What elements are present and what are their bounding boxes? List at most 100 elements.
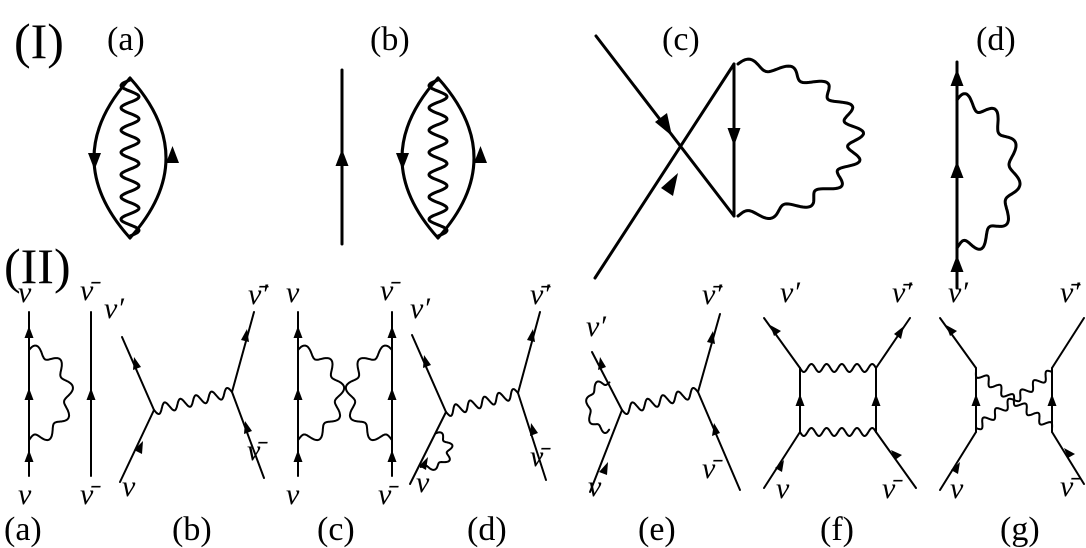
fermion-out-line bbox=[939, 317, 977, 369]
antifermion-in-line bbox=[231, 391, 265, 479]
arrow-icon bbox=[244, 421, 252, 434]
arrow-down-icon bbox=[396, 153, 409, 170]
photon-loop bbox=[297, 344, 346, 442]
fermion-in-line bbox=[409, 411, 447, 485]
fermion-in-line bbox=[939, 431, 977, 491]
nu-prime-label: ν′ bbox=[586, 310, 606, 343]
diagram-row2-c: ν ν ν̄ ν̄ bbox=[286, 274, 401, 511]
photon-small-loop bbox=[585, 380, 611, 434]
nu-label-bottom: ν bbox=[286, 478, 300, 511]
row2-label-d: (d) bbox=[467, 511, 507, 548]
arrow-icon bbox=[423, 355, 431, 368]
nubar-prime-label: ν̄′ bbox=[892, 276, 913, 309]
arrow-icon bbox=[133, 357, 141, 370]
diagram-row2-a: ν ν ν̄ ν̄ bbox=[18, 274, 101, 511]
antifermion-out-line bbox=[517, 311, 541, 394]
nubar-label-top: ν̄ bbox=[80, 274, 101, 307]
row2-label-b: (b) bbox=[172, 511, 212, 548]
arrow-icon bbox=[1064, 448, 1075, 458]
arrow-icon bbox=[770, 325, 781, 336]
arrow-up-icon bbox=[971, 394, 981, 406]
photon-line bbox=[153, 387, 233, 415]
arrow-up-icon bbox=[24, 450, 34, 462]
arrow-up-icon bbox=[950, 69, 964, 86]
arrow-icon bbox=[946, 325, 957, 336]
nu-label-bottom: ν bbox=[18, 478, 32, 511]
nubar-label-bottom: ν̄ bbox=[378, 478, 399, 511]
nu-prime-label: ν′ bbox=[410, 292, 430, 325]
arrow-icon bbox=[894, 326, 904, 339]
section-label-II: (II) bbox=[4, 238, 71, 294]
arrow-up-icon bbox=[293, 450, 303, 462]
antifermion-out-line bbox=[1051, 317, 1085, 369]
arrow-up-icon bbox=[24, 388, 34, 400]
nu-label-top: ν bbox=[286, 276, 300, 309]
photon-line bbox=[119, 78, 141, 238]
arrow-up-icon bbox=[387, 326, 397, 338]
photon-loop bbox=[736, 57, 865, 220]
row1-label-a: (a) bbox=[107, 21, 145, 58]
nubar-prime-label: ν̄′ bbox=[530, 278, 551, 311]
fermion-in-line bbox=[589, 409, 623, 493]
nubar-label-top: ν̄ bbox=[380, 274, 401, 307]
photon-small-loop bbox=[419, 431, 454, 471]
fermion-out-line bbox=[121, 336, 155, 411]
fermion-out-line bbox=[591, 351, 623, 411]
arrow-up-icon bbox=[871, 394, 881, 406]
arrow-icon bbox=[241, 329, 249, 342]
nu-label-top: ν bbox=[18, 276, 32, 309]
diagram-row1-c-exchange bbox=[593, 34, 865, 280]
row2-label-e: (e) bbox=[638, 511, 676, 548]
arrow-up-icon bbox=[166, 146, 179, 163]
arrow-up-left-icon bbox=[655, 113, 672, 136]
nu-prime-label: ν′ bbox=[104, 292, 124, 325]
photon-line bbox=[445, 388, 519, 417]
photon-loop bbox=[28, 344, 74, 442]
nu-label: ν bbox=[950, 472, 964, 505]
photon-line bbox=[427, 78, 449, 238]
arrow-up-icon bbox=[795, 394, 805, 406]
fermion-out-line bbox=[411, 334, 447, 413]
diagram-row2-e: ν′ ν ν̄′ ν̄ bbox=[585, 278, 741, 503]
arrow-icon bbox=[707, 331, 715, 344]
row2-label-c: (c) bbox=[317, 511, 355, 548]
diagram-row1-d-self-energy bbox=[950, 60, 1022, 290]
nu-prime-label: ν′ bbox=[948, 276, 968, 309]
arrow-icon bbox=[527, 329, 535, 342]
nubar-prime-label: ν̄′ bbox=[1060, 276, 1081, 309]
antifermion-in-line bbox=[875, 431, 917, 489]
fermion-arc-right bbox=[128, 76, 168, 240]
diagram-row2-g: ν′ ν ν̄′ ν̄ bbox=[939, 276, 1085, 505]
row1-label-d: (d) bbox=[976, 21, 1016, 58]
arrow-icon bbox=[891, 450, 902, 460]
arrow-down-icon bbox=[88, 153, 101, 170]
antifermion-out-line bbox=[697, 313, 721, 393]
row1-label-b: (b) bbox=[370, 21, 410, 58]
arrow-up-icon bbox=[474, 146, 487, 163]
arrow-icon bbox=[530, 423, 538, 436]
arrow-up-icon bbox=[950, 255, 964, 272]
arrow-up-icon bbox=[950, 161, 964, 178]
photon-line-bottom bbox=[799, 427, 877, 437]
photon-loop bbox=[344, 344, 393, 442]
arrow-icon bbox=[951, 462, 960, 474]
row2-label-a: (a) bbox=[4, 511, 42, 548]
nu-label: ν bbox=[122, 470, 136, 503]
nubar-label: ν̄ bbox=[702, 452, 723, 485]
diagram-row2-b: ν′ ν ν̄′ ν̄ bbox=[104, 278, 269, 503]
nubar-prime-label: ν̄′ bbox=[702, 278, 723, 311]
diagram-row2-d: ν′ ν ν̄′ ν̄ bbox=[409, 278, 551, 499]
photon-line bbox=[621, 387, 699, 415]
nubar-prime-label: ν̄′ bbox=[248, 278, 269, 311]
fermion-arc-left bbox=[92, 76, 132, 240]
nu-label: ν bbox=[588, 470, 602, 503]
arrow-icon bbox=[775, 460, 784, 472]
nubar-label: ν̄ bbox=[882, 472, 903, 505]
arrow-up-icon bbox=[293, 388, 303, 400]
photon-line-cross-2 bbox=[975, 369, 1053, 431]
photon-loop bbox=[955, 92, 1022, 251]
nu-label: ν bbox=[416, 466, 430, 499]
diagram-row1-a-vacuum-bubble bbox=[88, 76, 179, 240]
arrow-up-icon bbox=[387, 450, 397, 462]
